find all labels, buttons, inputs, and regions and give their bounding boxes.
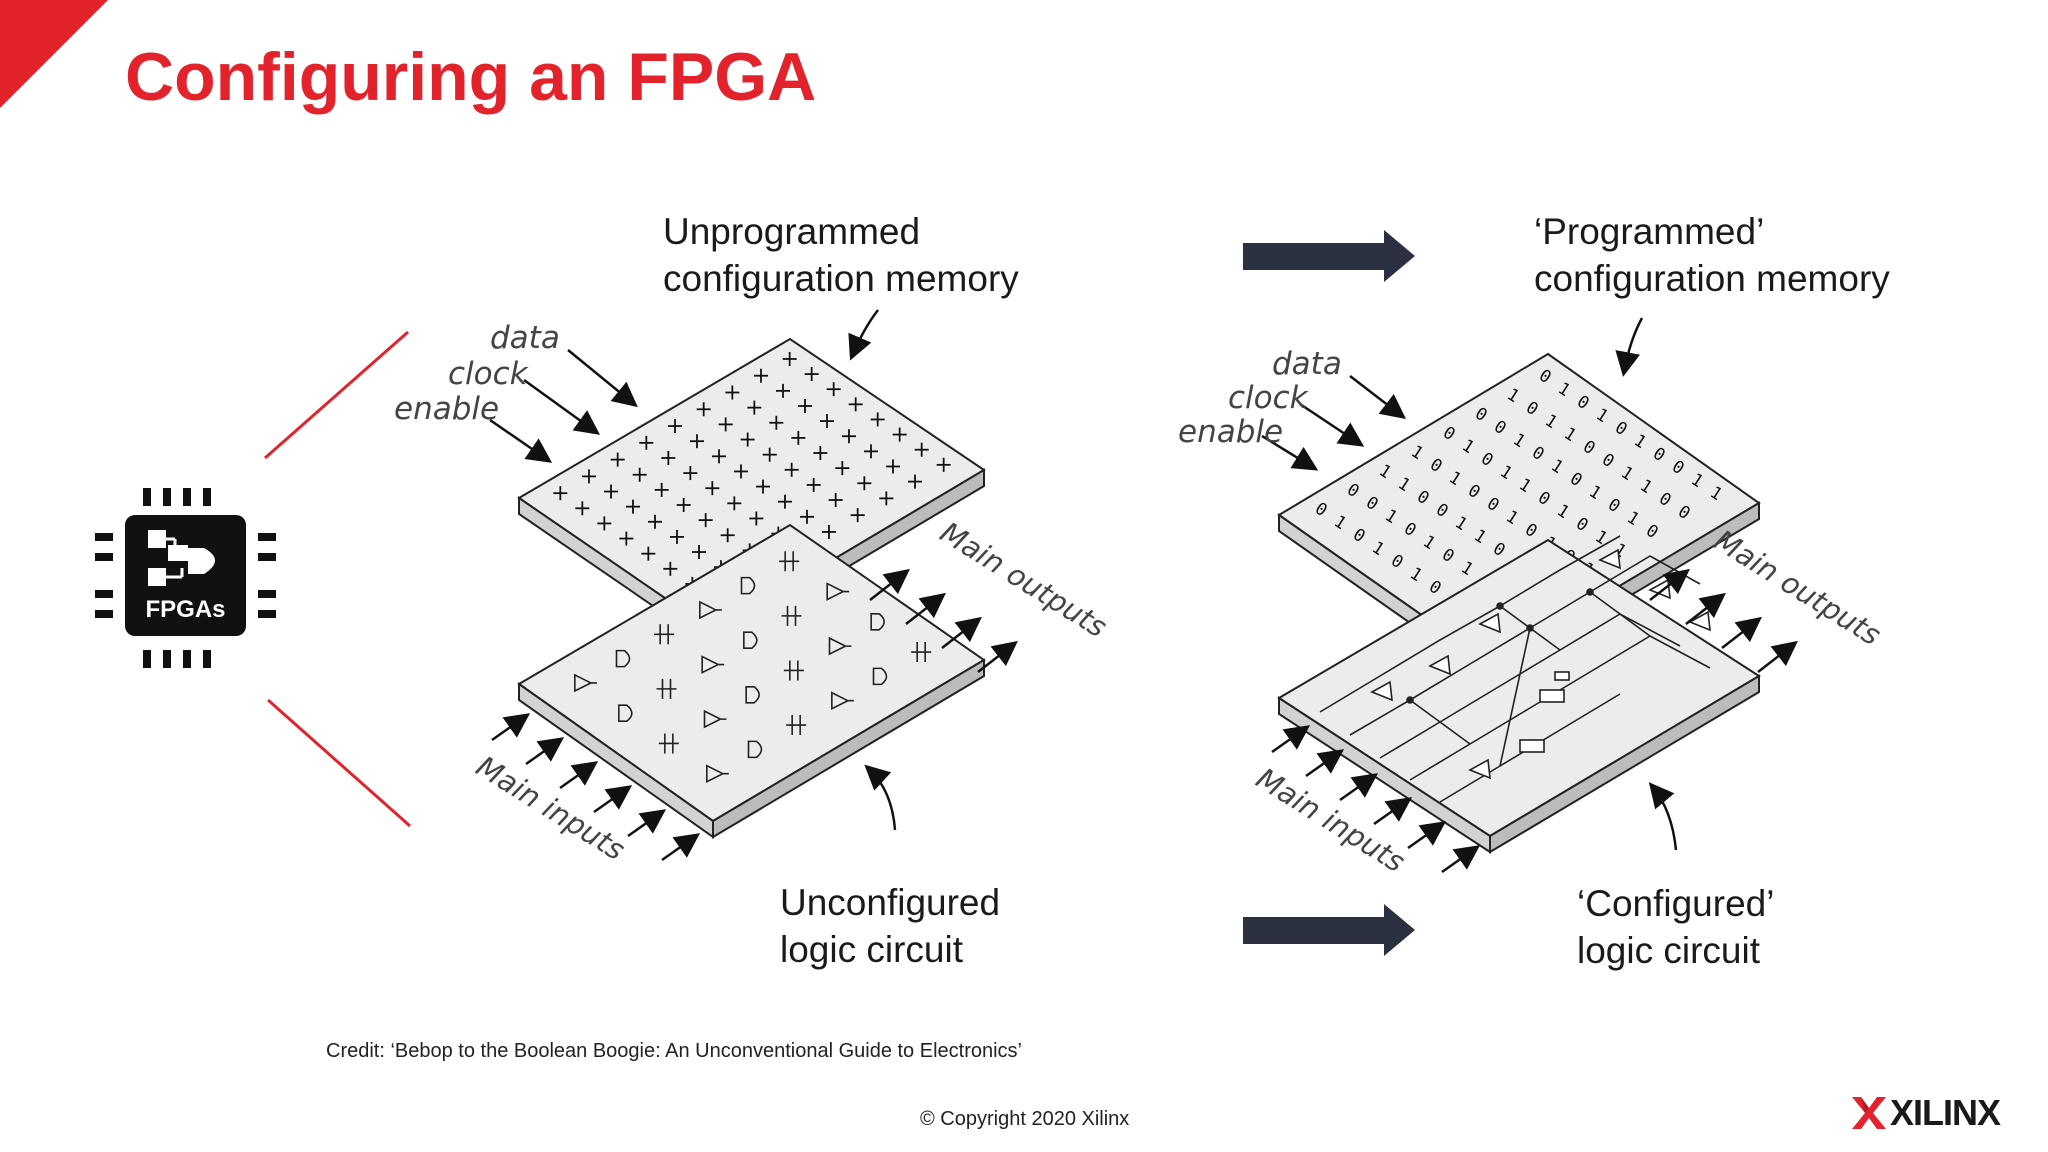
xilinx-logo-text: XILINX	[1890, 1092, 2001, 1133]
xilinx-logo-icon	[1852, 1097, 1886, 1129]
right-memory-label-line2: configuration memory	[1534, 258, 1890, 299]
left-config-arrows	[489, 349, 638, 463]
right-data-label: data	[1272, 346, 1342, 382]
chip-label: FPGAs	[145, 596, 226, 623]
right-memory-label: ‘Programmed’ configuration memory	[1534, 208, 1890, 302]
left-memory-label-line2: configuration memory	[663, 258, 1019, 299]
logic-gate-symbol	[745, 685, 760, 704]
logic-gate-symbol	[703, 709, 727, 729]
zoom-line-top	[264, 330, 409, 460]
logic-gate-symbol	[743, 631, 758, 650]
logic-gate-symbol	[826, 582, 850, 601]
left-logic-plate	[517, 523, 986, 839]
logic-gate-symbol	[747, 740, 763, 759]
right-logic-plate	[1277, 535, 1761, 854]
logic-gate-symbol	[654, 624, 675, 645]
left-memory-label: Unprogrammed configuration memory	[663, 208, 1019, 302]
logic-gate-symbol	[701, 655, 725, 674]
left-data-label: data	[490, 320, 560, 356]
logic-gate-symbol	[872, 667, 888, 686]
right-logic-label-line1: ‘Configured’	[1577, 883, 1775, 924]
fpga-chip-icon	[95, 488, 276, 668]
left-memory-pointer	[848, 309, 879, 361]
left-logic-label-line2: logic circuit	[780, 929, 963, 970]
corner-triangle	[0, 0, 108, 108]
page-title: Configuring an FPGA	[125, 39, 817, 115]
right-main-outputs-label: Main outputs	[1708, 523, 1886, 652]
logic-gate-symbol	[658, 733, 679, 754]
left-unconnected-gates	[574, 551, 932, 784]
logic-gate-symbol	[831, 691, 854, 711]
right-input-arrows	[1271, 725, 1481, 874]
right-config-arrows	[1261, 375, 1406, 471]
left-main-inputs-label: Main inputs	[470, 749, 631, 867]
zoom-line-bottom	[267, 698, 411, 828]
right-wired-circuit	[1319, 535, 1711, 803]
logic-gate-symbol	[870, 612, 885, 631]
logic-gate-symbol	[911, 642, 932, 663]
right-output-arrows	[1649, 568, 1798, 673]
logic-gate-symbol	[781, 605, 802, 626]
left-input-arrows	[491, 713, 701, 862]
logic-gate-symbol	[615, 649, 631, 668]
logic-gate-symbol	[618, 704, 633, 723]
left-plus-grid	[553, 351, 951, 607]
right-memory-label-line1: ‘Programmed’	[1534, 211, 1765, 252]
right-enable-label: enable	[1178, 414, 1283, 450]
right-logic-label-line2: logic circuit	[1577, 930, 1760, 971]
copyright-text: © Copyright 2020 Xilinx	[920, 1108, 1130, 1130]
left-logic-label-line1: Unconfigured	[780, 882, 1001, 923]
right-arrow-icon	[1243, 904, 1415, 956]
right-logic-pointer	[1648, 782, 1678, 851]
right-clock-label: clock	[1228, 380, 1309, 416]
left-logic-label: Unconfigured logic circuit	[780, 879, 1000, 973]
left-memory-label-line1: Unprogrammed	[663, 211, 921, 252]
xilinx-logo: XILINX	[1852, 1092, 2001, 1134]
left-enable-label: enable	[394, 391, 499, 427]
logic-gate-symbol	[740, 576, 756, 595]
right-arrow-icon	[1243, 230, 1415, 282]
logic-gate-symbol	[656, 678, 677, 699]
left-main-outputs-label: Main outputs	[934, 515, 1112, 644]
left-clock-label: clock	[448, 356, 529, 392]
logic-gate-symbol	[828, 636, 852, 656]
logic-gate-symbol	[786, 715, 807, 736]
logic-gate-symbol	[574, 673, 597, 693]
credit-text: Credit: ‘Bebop to the Boolean Boogie: An…	[326, 1040, 1022, 1062]
left-output-arrows	[869, 568, 1018, 673]
logic-gate-symbol	[699, 600, 722, 620]
logic-gate-symbol	[783, 660, 804, 681]
logic-gate-symbol	[779, 551, 800, 572]
right-logic-label: ‘Configured’ logic circuit	[1577, 880, 1774, 974]
logic-gate-symbol	[706, 764, 729, 784]
right-memory-pointer	[1615, 317, 1644, 377]
left-logic-pointer	[864, 764, 897, 831]
